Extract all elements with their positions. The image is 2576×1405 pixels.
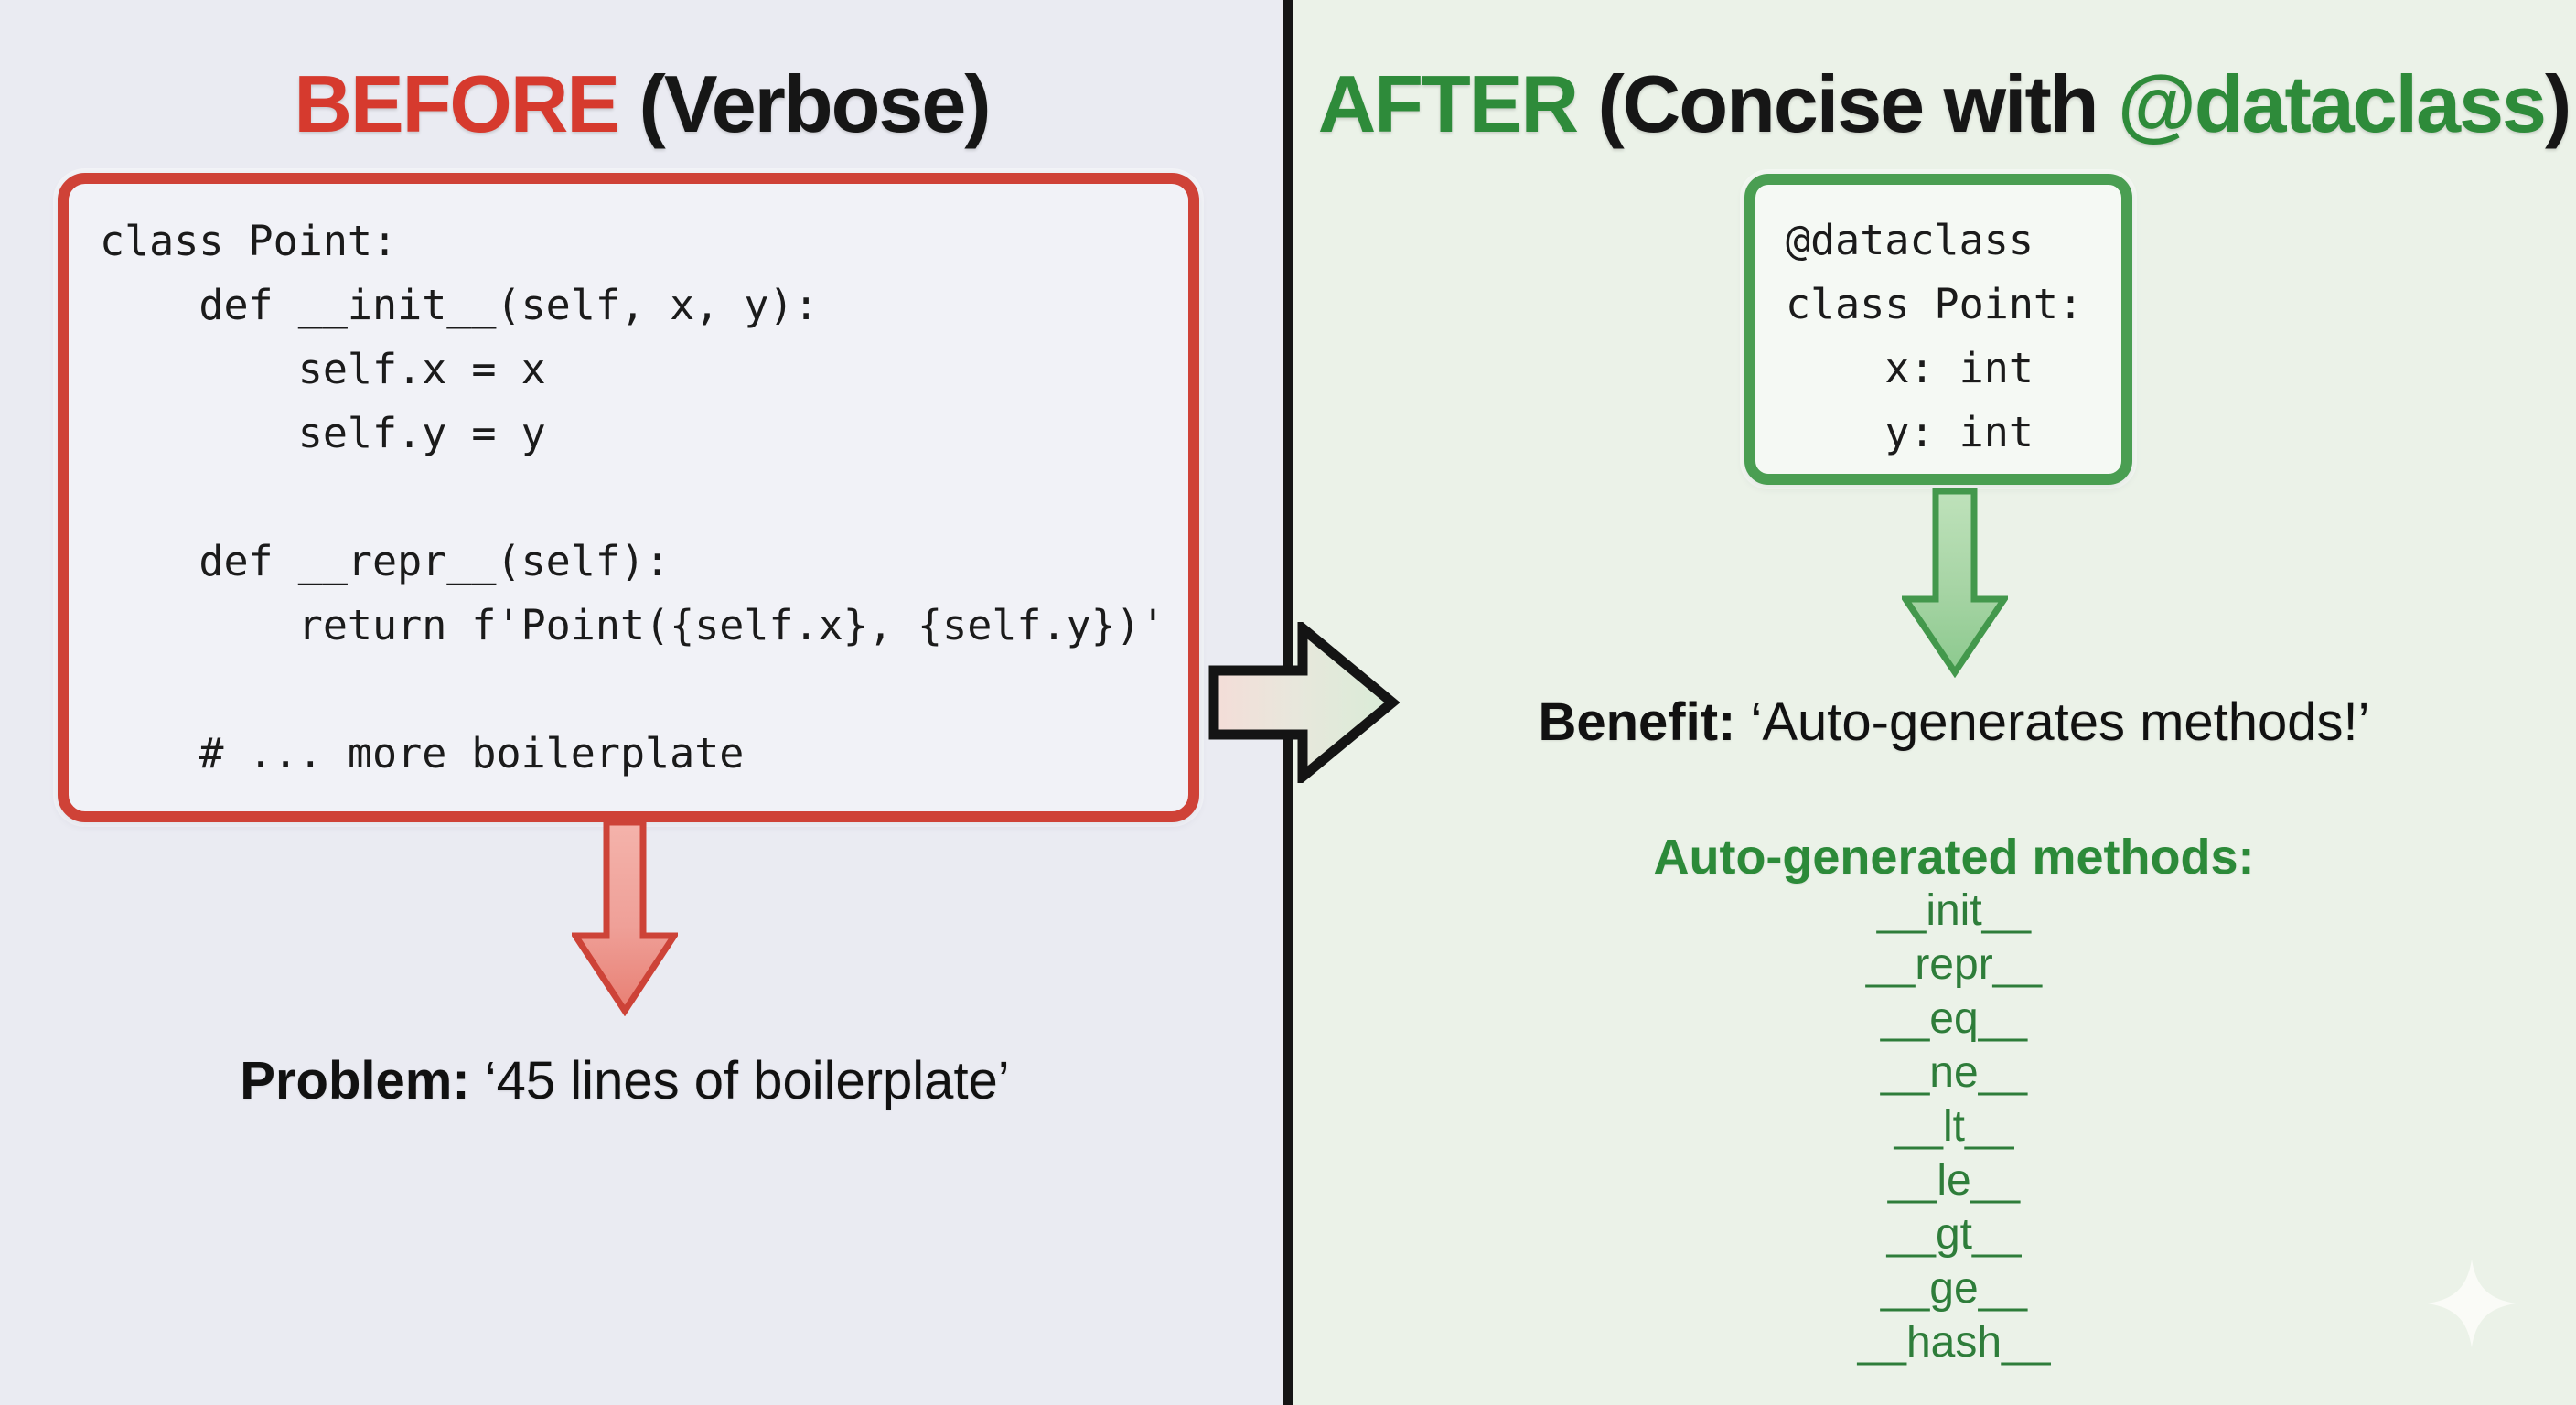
method-list-item: __gt__: [1886, 1210, 2022, 1259]
after-title-mid: (Concise with: [1577, 59, 2118, 149]
after-panel: AFTER (Concise with @dataclass) @datacla…: [1293, 0, 2576, 1405]
problem-label: Problem:: [240, 1051, 470, 1110]
benefit-caption: Benefit: ‘Auto-generates methods!’: [1332, 692, 2576, 753]
method-list-item: __ge__: [1880, 1264, 2028, 1313]
after-title-accent: AFTER: [1317, 59, 1579, 149]
benefit-label: Benefit:: [1538, 692, 1736, 752]
dataclass-code-box: @dataclass class Point: x: int y: int: [1744, 174, 2132, 485]
red-down-arrow-icon: [572, 819, 678, 1016]
method-list-item: __hash__: [1857, 1318, 2051, 1367]
after-title-end: ): [2544, 59, 2571, 149]
after-title-dataclass: @dataclass: [2117, 59, 2547, 149]
methods-header: Auto-generated methods:: [1653, 830, 2255, 885]
before-panel: BEFORE (Verbose) class Point: def __init…: [0, 0, 1283, 1405]
before-title-accent: BEFORE: [294, 59, 620, 149]
right-arrow-icon: [1208, 622, 1400, 783]
method-list-item: __le__: [1887, 1156, 2021, 1205]
method-list-item: __lt__: [1894, 1102, 2014, 1151]
benefit-text: ‘Auto-generates methods!’: [1735, 692, 2370, 752]
after-title: AFTER (Concise with @dataclass): [1293, 60, 2576, 148]
method-list-item: __repr__: [1865, 940, 2043, 989]
verbose-code: class Point: def __init__(self, x, y): s…: [100, 217, 1165, 778]
auto-generated-methods-list: __init__ __repr__ __eq__ __ne__ __lt__ _…: [1332, 884, 2576, 1369]
problem-caption: Problem: ‘45 lines of boilerplate’: [0, 1051, 1250, 1111]
method-list-item: __init__: [1876, 886, 2032, 935]
before-title: BEFORE (Verbose): [0, 60, 1283, 148]
dataclass-code: @dataclass class Point: x: int y: int: [1786, 216, 2084, 456]
problem-text: ‘45 lines of boilerplate’: [469, 1051, 1010, 1110]
method-list-item: __ne__: [1880, 1048, 2028, 1097]
before-title-rest: (Verbose): [618, 59, 992, 149]
method-list-item: __eq__: [1880, 994, 2028, 1043]
verbose-code-box: class Point: def __init__(self, x, y): s…: [58, 173, 1199, 822]
green-down-arrow-icon: [1902, 488, 2008, 678]
sparkle-icon: [2428, 1260, 2516, 1347]
